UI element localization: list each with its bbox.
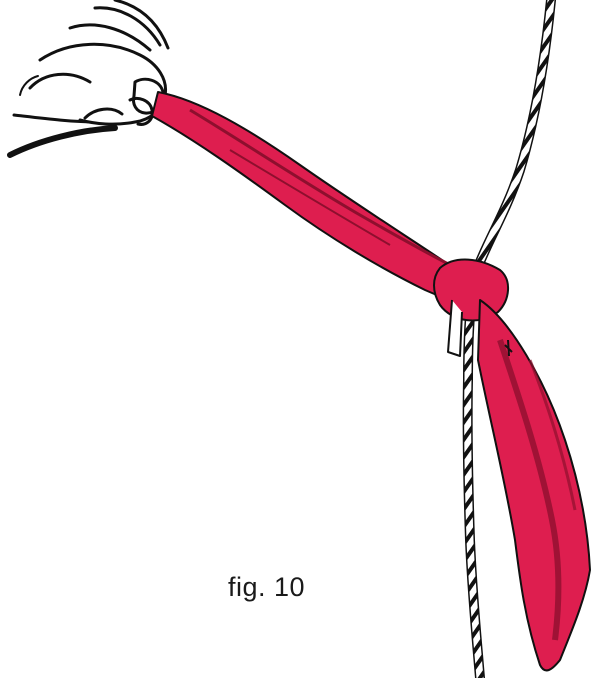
hand-icon: [10, 0, 168, 155]
scarf-icon: [152, 92, 590, 670]
figure-caption: fig. 10: [228, 572, 305, 603]
